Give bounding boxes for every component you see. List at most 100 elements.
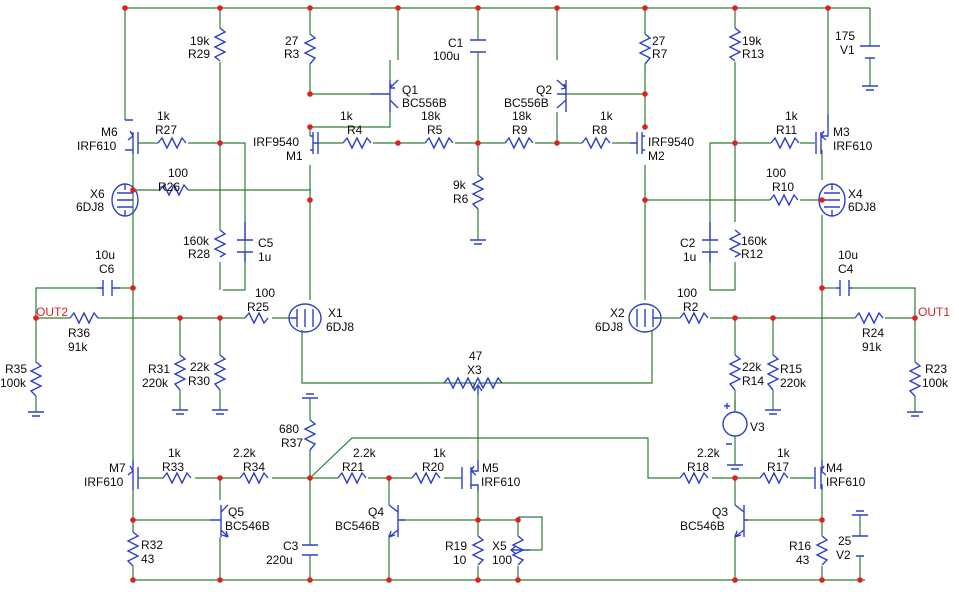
label-R6-ref: R6 [453,192,469,206]
label-X6-ref: X6 [90,187,105,201]
resistor-X3 [443,376,503,390]
resistor-R33 [162,471,192,485]
label-R29-value: 19k [190,34,210,48]
label-R18-value: 2.2k [697,446,721,460]
resistor-R4 [342,136,372,150]
capacitor-C6 [97,280,120,296]
junction-dot [819,517,825,523]
label-Q2-part: BC556B [504,96,549,110]
junction-dot [732,315,738,321]
label-C1-value: 100u [433,49,460,63]
label-X3-ref: X3 [467,363,482,377]
label-R19-ref: R19 [445,539,467,553]
label-X1-part: 6DJ8 [326,320,354,334]
label-R9-ref: R9 [512,123,528,137]
junction-dot [130,517,136,523]
label-X2-ref: X2 [610,306,625,320]
junction-dot [475,517,481,523]
resistor-R23 [908,361,922,397]
junction-dot [122,5,128,11]
label-R3-value: 27 [285,34,299,48]
label-C5-value: 1u [258,250,271,264]
net-label-out1: OUT1 [918,305,950,319]
label-R6-value: 9k [453,178,467,192]
junction-dot [130,285,136,291]
source-V3 [722,411,748,437]
transistor-Q2 [556,79,567,112]
source-V3-signs [724,403,732,445]
resistor-R15 [766,354,780,391]
junction-dot [177,315,183,321]
tube-X2 [628,303,662,333]
label-M1-part: IRF9540 [253,135,299,149]
junction-dot [386,577,392,583]
tube-X1 [288,303,322,333]
label-R16-value: 43 [796,553,810,567]
capacitor-C3 [302,544,318,556]
junction-dot [515,517,521,523]
label-M5-ref: M5 [482,461,499,475]
label-R23-value: 100k [922,376,949,390]
junction-dot [386,475,392,481]
junction-dot [515,577,521,583]
label-R30-value: 22k [190,360,210,374]
label-R8-ref: R8 [592,123,608,137]
resistor-R36 [69,311,99,325]
ground-R30 [212,409,228,415]
ground-R23 [907,411,923,417]
ground-R31 [172,409,188,415]
junction-dot [642,91,648,97]
resistor-R29 [213,27,227,62]
label-R17-ref: R17 [767,460,789,474]
label-M3-part: IRF610 [833,139,873,153]
junction-dot [770,315,776,321]
label-R28-value: 160k [183,234,210,248]
label-R10-value: 100 [766,166,786,180]
label-R14-value: 22k [742,360,762,374]
mosfet-M2 [630,132,645,154]
resistor-R37 [303,419,317,451]
junction-dot [819,197,825,203]
resistor-R34 [239,471,269,485]
resistor-R20 [411,471,441,485]
junction-dot [307,197,313,203]
label-R11-value: 1k [785,109,799,123]
label-R26-ref: R26 [158,180,180,194]
resistor-R7 [638,33,652,65]
label-C2-value: 1u [683,250,696,264]
capacitor-C1 [470,39,486,53]
tube-X4 [818,183,846,217]
resistor-R14 [728,354,742,391]
label-R24-ref: R24 [862,326,884,340]
label-V1-value: 175 [835,29,855,43]
label-R11-ref: R11 [776,123,797,137]
label-R2-value: 100 [677,286,697,300]
label-X6-part: 6DJ8 [76,200,104,214]
junction-dot [912,315,918,321]
transistor-Q4 [388,504,405,538]
label-M7-part: IRF610 [84,475,124,489]
label-V1-ref: V1 [840,43,855,57]
label-R31-value: 220k [142,376,169,390]
ground-V2 [852,510,868,516]
resistor-R24 [854,311,884,325]
mosfet-M6 [125,119,139,154]
ground-R15 [765,409,781,415]
resistor-R21 [337,471,367,485]
resistor-R8 [581,136,611,150]
label-R12-ref: R12 [741,247,763,261]
label-C3-ref: C3 [283,539,299,553]
label-R32-value: 43 [141,552,155,566]
label-R27-value: 1k [157,109,171,123]
junction-dot [217,475,223,481]
resistor-R3 [303,33,317,65]
junction-dot [130,577,136,583]
resistor-R9 [504,136,534,150]
resistor-R31 [173,354,187,391]
wires [35,7,916,581]
label-X4-ref: X4 [848,187,863,201]
mosfet-M1 [310,132,319,154]
label-V2-ref: V2 [836,548,851,562]
label-M4-part: IRF610 [826,475,866,489]
junction-dot [130,187,136,193]
